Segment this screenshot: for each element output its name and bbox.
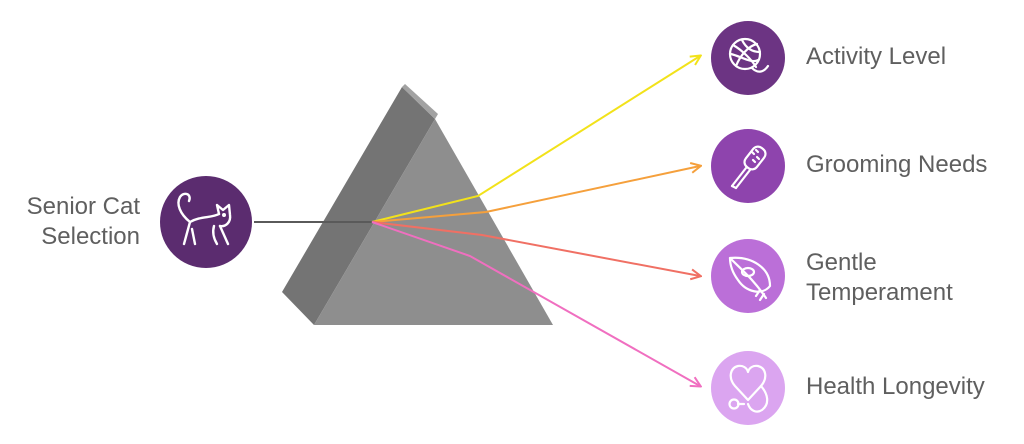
health-longevity-label-text: Health Longevity — [806, 373, 985, 400]
health-longevity-node — [711, 351, 785, 425]
ray-activity-level — [371, 56, 700, 223]
gentle-temperament-label-line-1: Gentle — [806, 249, 877, 276]
gentle-temperament-node — [711, 239, 785, 313]
senior-cat-node — [160, 176, 252, 268]
yarn-ball-icon — [728, 37, 770, 73]
grooming-needs-label-text: Grooming Needs — [806, 151, 988, 178]
grooming-needs-node — [711, 129, 785, 203]
rays — [371, 56, 700, 386]
cat-icon — [177, 192, 232, 246]
prism-side-face — [282, 87, 435, 325]
senior-cat-circle — [160, 176, 252, 268]
health-longevity-circle — [711, 351, 785, 425]
senior-cat-selection-label: Senior Cat Selection — [16, 192, 140, 252]
prism-edge-highlight — [402, 84, 438, 119]
activity-level-label: Activity Level — [806, 42, 946, 72]
activity-level-node — [711, 21, 785, 95]
grooming-needs-label: Grooming Needs — [806, 150, 987, 180]
grooming-needs-circle — [711, 129, 785, 203]
ray-grooming-needs — [371, 166, 700, 223]
ray-gentle-temperament — [371, 221, 700, 276]
ray-health-longevity — [371, 221, 700, 386]
health-longevity-label: Health Longevity — [806, 372, 985, 402]
activity-level-label-text: Activity Level — [806, 43, 947, 70]
feather-icon — [728, 256, 772, 302]
gentle-temperament-label: Gentle Temperament — [806, 248, 953, 308]
senior-cat-label-line-2: Selection — [41, 223, 140, 250]
brush-icon — [730, 145, 767, 190]
prism — [282, 84, 553, 325]
senior-cat-label-line-1: Senior Cat — [26, 193, 140, 220]
stethoscope-heart-icon — [728, 364, 769, 413]
gentle-temperament-label-line-2: Temperament — [806, 279, 953, 306]
prism-front-face — [314, 119, 553, 325]
